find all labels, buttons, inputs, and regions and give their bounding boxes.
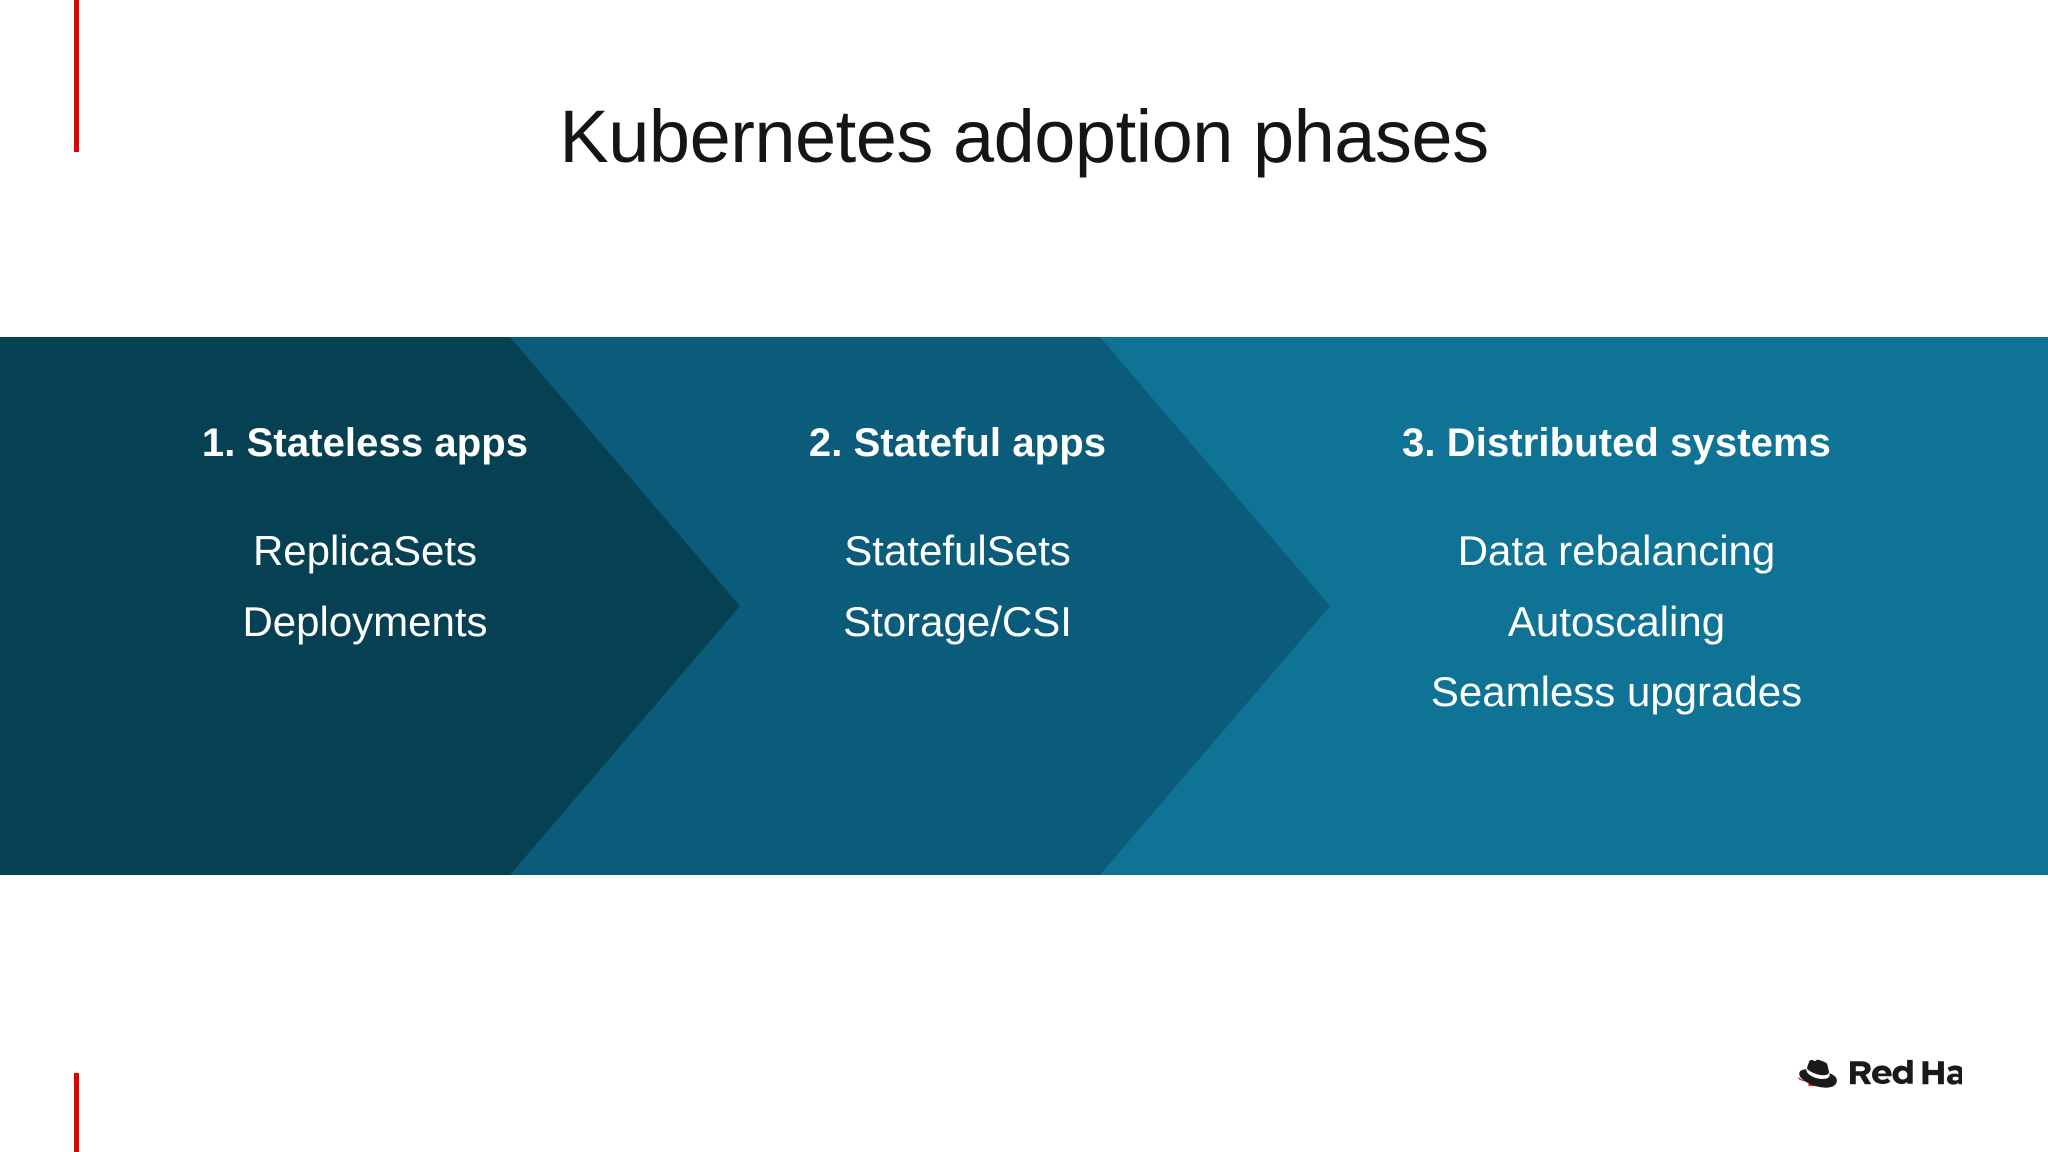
phase-1-items: ReplicaSets Deployments (0, 516, 730, 657)
phase-band-strip: 1. Stateless apps ReplicaSets Deployment… (0, 337, 2048, 875)
red-hat-logo (1796, 1047, 1962, 1099)
phase-column-2[interactable]: 2. Stateful apps StatefulSets Storage/CS… (730, 337, 1185, 875)
red-hat-wordmark (1850, 1059, 1962, 1085)
phase-3-items: Data rebalancing Autoscaling Seamless up… (1185, 516, 2048, 728)
fedora-hat-icon (1798, 1059, 1837, 1088)
accent-rule-bottom (74, 1073, 79, 1152)
phase-3-item-2: Autoscaling (1507, 597, 1726, 645)
phase-3-item-3: Seamless upgrades (1430, 668, 1803, 716)
phase-1-item-1: ReplicaSets (252, 527, 478, 574)
phase-3-item-1: Data rebalancing (1457, 527, 1776, 574)
page-title: Kubernetes adoption phases (559, 95, 1489, 178)
phase-1-item-2: Deployments (242, 597, 488, 645)
phase-2-item-2: Storage/CSI (843, 597, 1072, 645)
phase-1-heading: 1. Stateless apps (201, 421, 529, 465)
red-hat-logo-graphic (1798, 1059, 1962, 1088)
phase-chevrons-graphic (0, 337, 2048, 875)
phase-column-3[interactable]: 3. Distributed systems Data rebalancing … (1185, 337, 2048, 875)
phase-2-item-1: StatefulSets (844, 527, 1071, 574)
phase-2-items: StatefulSets Storage/CSI (730, 516, 1185, 657)
accent-rule-top (74, 0, 79, 152)
phase-column-1[interactable]: 1. Stateless apps ReplicaSets Deployment… (0, 337, 730, 875)
phase-3-heading: 3. Distributed systems (1401, 421, 1832, 465)
phase-band-1-shape (0, 337, 740, 875)
phase-2-heading: 2. Stateful apps (808, 421, 1107, 465)
